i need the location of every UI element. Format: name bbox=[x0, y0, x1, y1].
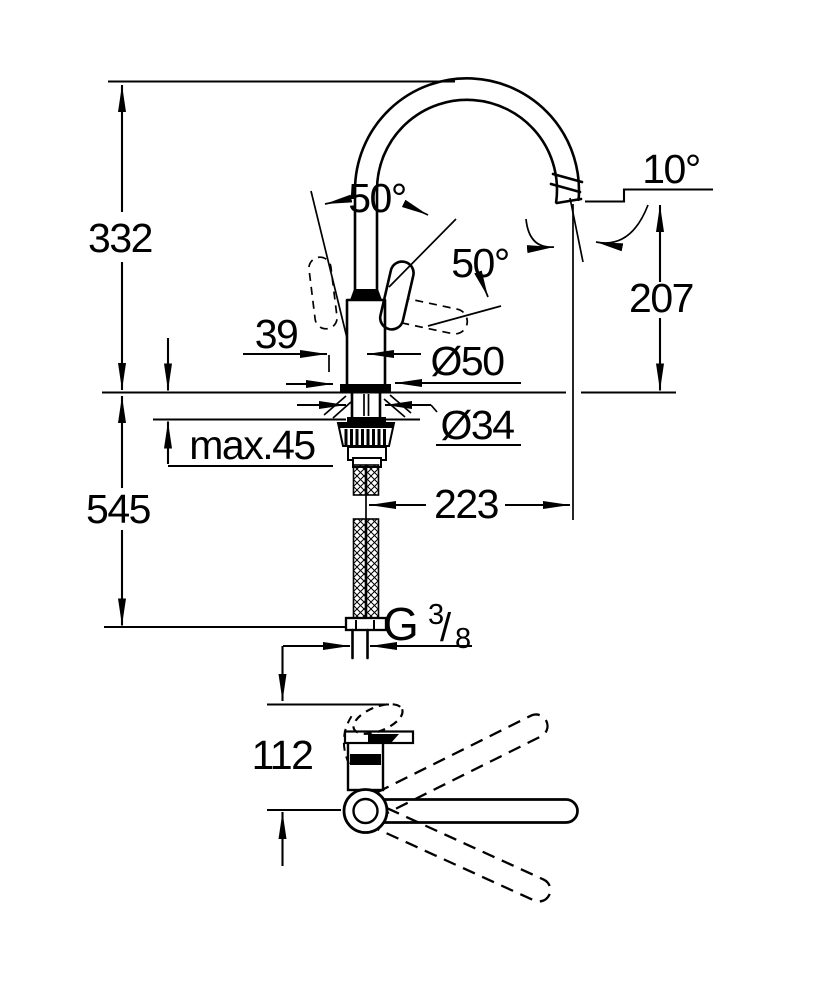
base-flange bbox=[340, 384, 391, 393]
dim-label-39: 39 bbox=[255, 311, 298, 357]
dim-dia50: Ø50 bbox=[286, 338, 521, 388]
dim-label-10deg: 10° bbox=[642, 146, 700, 192]
dim-50deg-lower: 50° bbox=[427, 240, 510, 327]
dim-545: 545 bbox=[86, 396, 346, 629]
dim-label-545: 545 bbox=[86, 486, 151, 532]
dim-outlet-angle: 10° bbox=[525, 146, 713, 520]
dim-label-dia50: Ø50 bbox=[431, 338, 505, 384]
dim-39: 39 bbox=[243, 311, 421, 372]
dim-thread: G 3 / 8 bbox=[278, 598, 472, 701]
dim-label-332: 332 bbox=[88, 215, 152, 261]
plan-body-band bbox=[350, 754, 381, 765]
dim-label-207: 207 bbox=[629, 275, 693, 321]
plan-spout-dashed-up bbox=[376, 713, 549, 815]
plan-lever-hub bbox=[368, 734, 399, 743]
plan-spout-dashed-down bbox=[377, 807, 552, 903]
dim-label-223: 223 bbox=[434, 481, 498, 527]
lever-axis-line-mid bbox=[388, 218, 457, 288]
dim-label-max45: max.45 bbox=[189, 422, 315, 468]
riser-pipe bbox=[353, 188, 379, 291]
thread-label-num: 3 bbox=[428, 599, 443, 631]
hose-connector bbox=[344, 616, 388, 660]
top-view bbox=[342, 703, 579, 903]
plan-spout-solid bbox=[366, 798, 579, 824]
dim-207: 207 bbox=[629, 205, 694, 391]
deck-hatch bbox=[323, 394, 412, 419]
plan-body bbox=[346, 740, 385, 792]
lever-axis-line-low bbox=[427, 305, 502, 327]
lever-axis-line-left bbox=[310, 190, 348, 339]
dim-50deg-upper: 50° bbox=[310, 175, 457, 339]
lever-solid bbox=[378, 260, 415, 331]
dimension-annotations: 332 545 max.45 39 Ø50 bbox=[86, 80, 713, 866]
plan-lever-up-dashed bbox=[352, 703, 404, 735]
dim-332: 332 bbox=[88, 85, 153, 390]
lever-up-dashed bbox=[308, 256, 338, 330]
thread-label-slash: / bbox=[440, 606, 452, 650]
thread-label-den: 8 bbox=[455, 623, 470, 655]
flex-hoses bbox=[352, 464, 380, 619]
outlet-angle-line bbox=[569, 197, 584, 263]
adapter-block bbox=[347, 446, 387, 468]
spout-inner-arc bbox=[375, 98, 559, 204]
dim-max45: max.45 bbox=[164, 338, 333, 468]
swivel-arrow bbox=[525, 218, 555, 254]
spout-outlet bbox=[549, 172, 584, 205]
spout-outer-arc bbox=[353, 77, 581, 202]
side-view bbox=[102, 77, 676, 660]
faucet-body bbox=[345, 298, 387, 386]
dim-label-50deg-1: 50° bbox=[348, 175, 406, 221]
plan-lever-swing-arc bbox=[342, 713, 354, 765]
dim-112: 112 bbox=[252, 703, 389, 866]
thread-label-g: G bbox=[383, 598, 417, 650]
dim-label-dia34: Ø34 bbox=[441, 402, 515, 448]
plan-pivot-inner bbox=[352, 797, 379, 825]
mounting-shank bbox=[347, 391, 386, 423]
dim-label-112: 112 bbox=[252, 732, 313, 778]
mounting-nut bbox=[336, 422, 396, 447]
angle-arc-arrow bbox=[595, 204, 649, 252]
dim-223: 223 bbox=[369, 481, 570, 527]
lever-hub bbox=[350, 289, 382, 300]
dim-label-50deg-2: 50° bbox=[451, 240, 509, 286]
dim-dia34: Ø34 bbox=[297, 401, 521, 448]
